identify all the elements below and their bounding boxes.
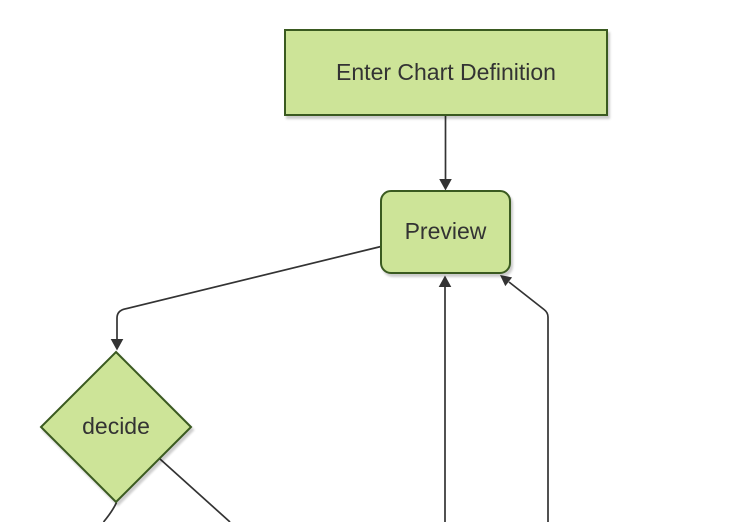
- arrowhead-bottom-right-to-preview: [500, 275, 513, 287]
- edge-preview-to-decide: [116, 245, 382, 341]
- arrowhead-bottom-center-to-preview: [438, 275, 452, 287]
- edge-decide-to-bottom-right: [159, 458, 231, 522]
- node-decide-shape: [39, 350, 193, 504]
- node-preview-shape: [380, 190, 511, 274]
- arrowhead-preview-to-decide: [110, 339, 124, 351]
- nodes-layer: [39, 29, 608, 504]
- edge-decide-to-bottom-left: [102, 502, 118, 522]
- edge-bottom-right-to-preview: [508, 281, 549, 522]
- node-enter-chart-definition-shape: [284, 29, 608, 116]
- edges-layer: [102, 115, 549, 522]
- arrowhead-enter-to-preview: [439, 179, 452, 191]
